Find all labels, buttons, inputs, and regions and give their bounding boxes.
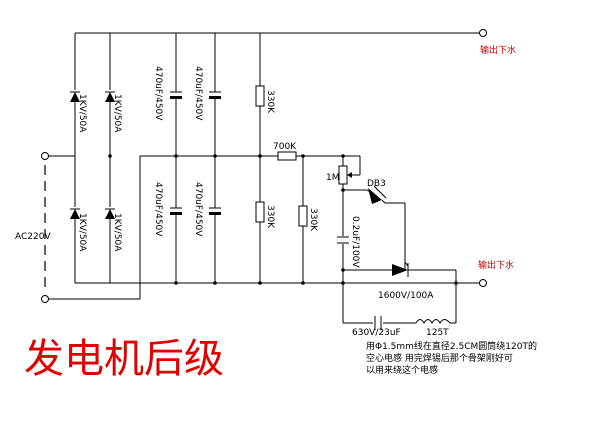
resistor-r3 <box>298 205 308 227</box>
capacitor-c4 <box>209 207 221 215</box>
resistor-r1 <box>255 85 265 107</box>
label-diode-3: 1KV/50A <box>77 213 87 252</box>
capacitor-c3 <box>170 207 182 215</box>
label-output-top: 输出下水 <box>480 44 516 56</box>
capacitor-output <box>373 316 383 330</box>
label-res-mid: 330K <box>265 205 275 229</box>
thyristor <box>392 261 420 277</box>
terminals <box>41 29 487 303</box>
capacitor-c1 <box>170 91 182 99</box>
resistor-r2 <box>255 201 265 223</box>
potentiometer-1m <box>338 165 352 185</box>
diode-d2 <box>105 90 115 102</box>
diode-d4 <box>105 207 115 219</box>
capacitor-trigger <box>337 236 349 244</box>
note-line-1: 用Φ1.5mm线在直径2.5CM圆筒绕120T的 <box>366 340 537 352</box>
label-ac-input: AC220V <box>15 232 51 242</box>
label-cap-trigger: 0.2uF/100V <box>350 216 360 268</box>
label-pot: 1M <box>326 173 340 183</box>
inductor-125t <box>415 319 451 325</box>
label-cap-output: 630V/23uF <box>352 328 401 338</box>
label-cap-4: 470uF/450V <box>193 182 203 237</box>
label-diode-1: 1KV/50A <box>77 94 87 133</box>
label-diode-2: 1KV/50A <box>112 94 122 133</box>
resistor-700k <box>277 151 297 161</box>
diagram-title: 发电机后级 <box>24 336 224 382</box>
label-diode-4: 1KV/50A <box>112 213 122 252</box>
label-cap-3: 470uF/450V <box>153 182 163 237</box>
label-res-series: 700K <box>273 142 297 152</box>
label-diac: DB3 <box>367 179 386 189</box>
label-thyristor: 1600V/100A <box>378 291 434 301</box>
diac-db3 <box>366 185 387 204</box>
label-cap-2: 470uF/450V <box>193 66 203 121</box>
capacitor-c2 <box>209 91 221 99</box>
label-inductor: 125T <box>426 328 449 338</box>
diode-d1 <box>70 90 80 102</box>
note-line-3: 以用来绕这个电感 <box>366 364 438 376</box>
label-output-bottom: 输出下水 <box>478 259 514 271</box>
label-res-right: 330K <box>308 208 318 232</box>
diode-d3 <box>70 207 80 219</box>
label-cap-1: 470uF/450V <box>153 66 163 121</box>
junction-dots <box>108 154 458 285</box>
note-line-2: 空心电感 用完焊锡后那个骨架刚好可 <box>366 352 513 364</box>
label-res-top: 330K <box>265 90 275 114</box>
wiring <box>45 32 483 324</box>
